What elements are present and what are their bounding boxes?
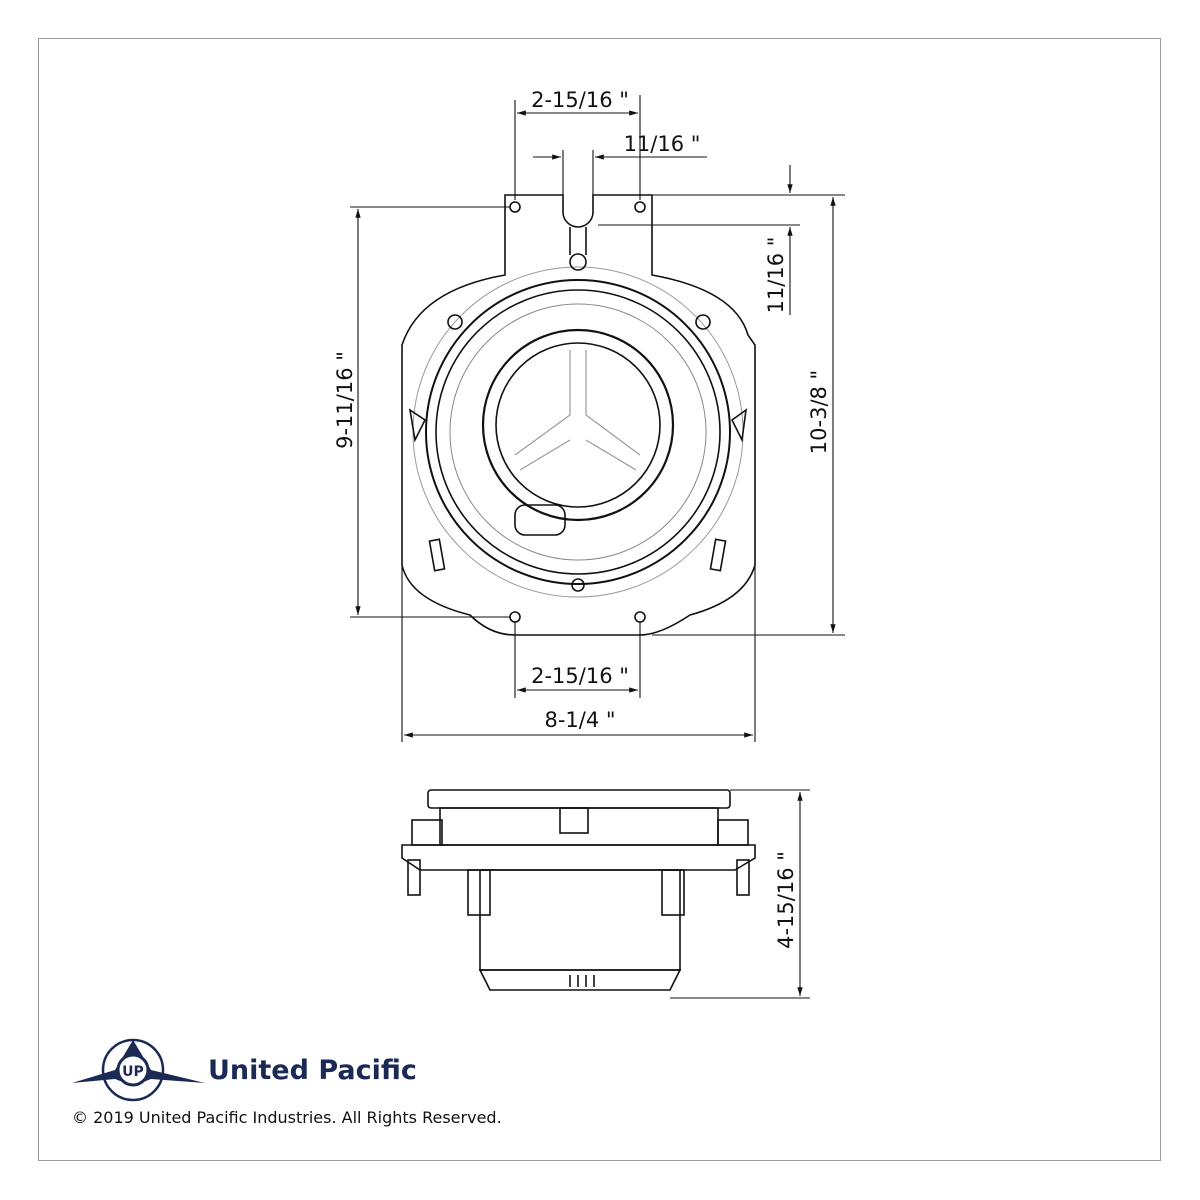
- dim-depth: 4-15/16 ": [774, 851, 798, 949]
- dim-top-hole-spacing: 2-15/16 ": [531, 88, 629, 112]
- side-view: [401, 789, 756, 991]
- dim-slot-width: 11/16 ": [624, 132, 701, 156]
- svg-text:UP: UP: [122, 1064, 144, 1080]
- dim-bottom-hole-spacing: 2-15/16 ": [531, 664, 629, 688]
- dimension-lines: [350, 95, 845, 999]
- dim-overall-height: 10-3/8 ": [807, 370, 831, 454]
- dim-slot-depth: 11/16 ": [764, 237, 788, 314]
- drawing-frame: [38, 38, 1161, 1161]
- brand-name: United Pacific: [208, 1055, 417, 1086]
- dim-hole-vertical-spacing: 9-11/16 ": [333, 351, 357, 449]
- front-view: [401, 194, 756, 636]
- dim-overall-width: 8-1/4 ": [544, 708, 615, 732]
- copyright-text: © 2019 United Pacific Industries. All Ri…: [72, 1108, 502, 1127]
- united-pacific-logo: UP: [72, 1038, 205, 1102]
